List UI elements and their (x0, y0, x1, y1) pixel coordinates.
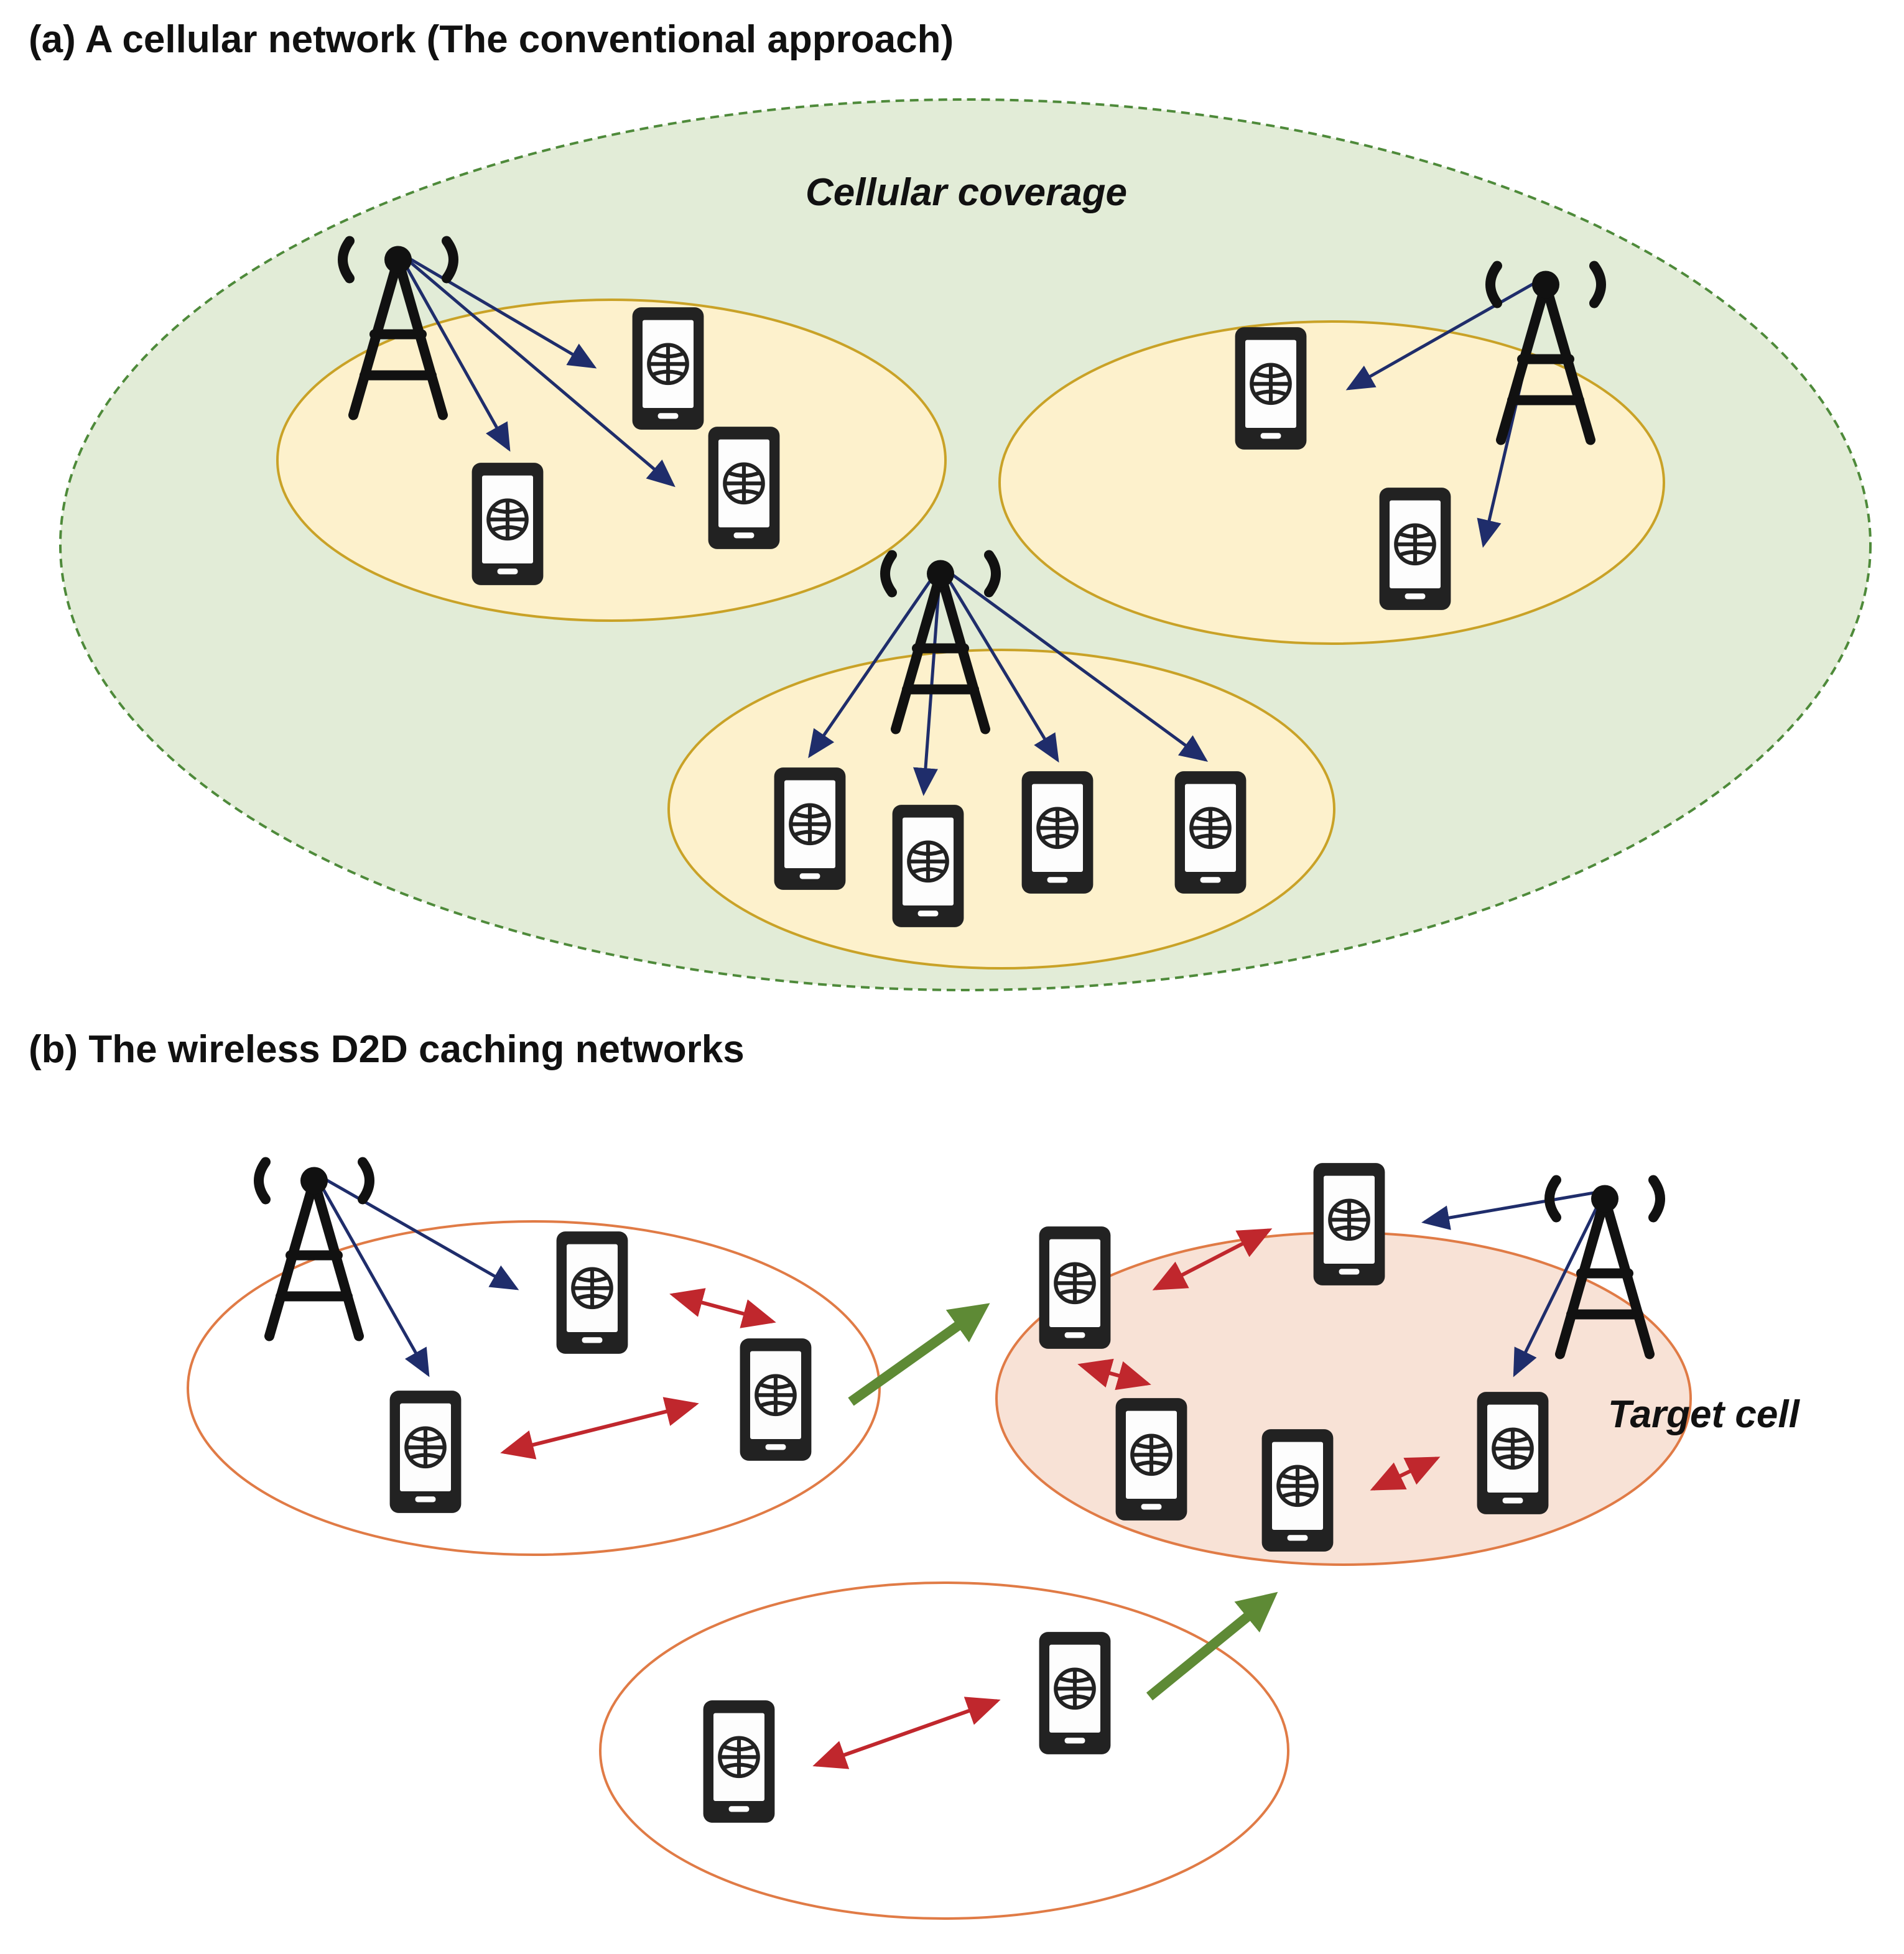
migration-arrow-bottom (1146, 1591, 1278, 1701)
link-a3-3 (939, 565, 1059, 763)
link-a3-4 (939, 564, 1209, 762)
link-a2-1 (1345, 275, 1547, 391)
user-device-a5-icon (1380, 488, 1451, 610)
link-a1-2 (397, 251, 676, 488)
user-device-a6-icon (774, 767, 846, 890)
link-b2-2 (1513, 1190, 1607, 1378)
user-device-b1-icon (557, 1231, 628, 1354)
d2d-link-2 (500, 1397, 699, 1460)
link-b1-1 (313, 1171, 519, 1290)
user-device-b7-icon (1262, 1429, 1334, 1552)
link-b1-2 (312, 1172, 430, 1378)
panel-b-title: (b) The wireless D2D caching networks (29, 1028, 745, 1071)
user-device-b9-icon (1039, 1632, 1111, 1754)
user-device-a7-icon (893, 805, 964, 927)
user-device-a9-icon (1175, 771, 1247, 894)
d2d-links (500, 1228, 1441, 1769)
user-device-b4-icon (1039, 1226, 1111, 1349)
link-a3-2 (913, 565, 942, 796)
user-device-b2-icon (740, 1338, 812, 1461)
user-device-a2-icon (708, 427, 780, 549)
panel-a: (a) A cellular network (The conventional… (29, 18, 1872, 991)
target-cell-label: Target cell (1608, 1393, 1801, 1436)
d2d-link-4 (1077, 1358, 1151, 1391)
user-device-a3-icon (472, 463, 544, 585)
user-device-b6-icon (1116, 1398, 1187, 1521)
link-a1-3 (396, 251, 511, 452)
cell-a-right (998, 320, 1665, 645)
d2d-link-5 (1370, 1456, 1441, 1491)
link-b2-1 (1421, 1189, 1605, 1230)
cellular-links-b (312, 1171, 1607, 1378)
d2d-link-6 (812, 1697, 1001, 1769)
d2d-link-3 (1152, 1228, 1273, 1290)
panel-a-title: (a) A cellular network (The conventional… (29, 18, 954, 61)
panel-b: (b) The wireless D2D caching networks Ta… (29, 1028, 1801, 1920)
link-a1-1 (397, 250, 597, 369)
d2d-link-1 (669, 1288, 776, 1328)
user-device-a8-icon (1022, 771, 1094, 894)
cellular-links-a-left (396, 250, 676, 488)
cellular-links-a-bottom (808, 564, 1209, 796)
user-device-b10-icon (704, 1700, 775, 1823)
cellular-coverage-label: Cellular coverage (806, 171, 1127, 214)
user-device-b5-icon (1314, 1163, 1385, 1285)
migration-arrow-left (848, 1303, 990, 1406)
user-device-a4-icon (1235, 327, 1307, 450)
user-device-b3-icon (390, 1391, 462, 1513)
link-a3-1 (808, 565, 942, 759)
migration-arrows (848, 1303, 1278, 1701)
user-device-b8-icon (1477, 1392, 1549, 1514)
user-device-a1-icon (633, 307, 704, 430)
